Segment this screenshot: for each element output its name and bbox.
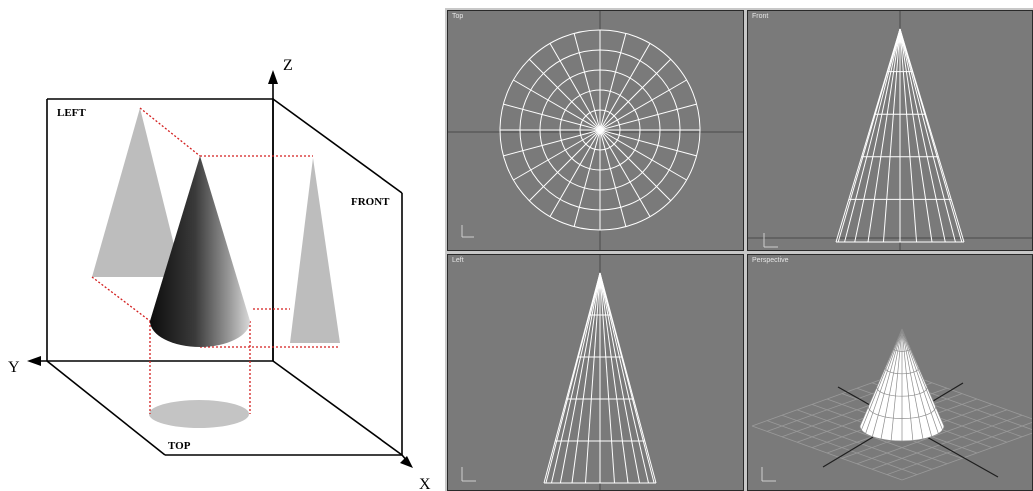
- top-plane-label: TOP: [168, 440, 191, 452]
- left-projection-triangle: [92, 108, 182, 277]
- viewport-panel: Top Front Left: [445, 8, 1033, 491]
- front-viewport-label: Front: [752, 13, 768, 20]
- wire-profile: [900, 29, 962, 242]
- wire-profile: [900, 29, 945, 242]
- axis-tripod-icon: [762, 467, 776, 481]
- wire-spoke: [600, 59, 671, 130]
- top-projection-ellipse: [149, 400, 249, 428]
- x-axis-arrowhead: [400, 456, 413, 468]
- cone-wireframe-top: [500, 30, 700, 230]
- top-viewport[interactable]: Top: [447, 10, 744, 251]
- left-viewport-label: Left: [452, 257, 464, 264]
- wire-spoke: [513, 130, 600, 180]
- wire-spoke: [600, 130, 650, 217]
- wire-profile: [838, 29, 900, 242]
- wire-spoke: [600, 130, 697, 156]
- wire-spoke: [513, 80, 600, 130]
- left-plane-label: LEFT: [57, 107, 86, 119]
- axis-z-label: Z: [283, 57, 293, 74]
- front-viewport-canvas: [748, 11, 1033, 251]
- axis-tripod-icon: [764, 233, 778, 247]
- top-viewport-label: Top: [452, 13, 463, 20]
- front-viewport[interactable]: Front: [747, 10, 1033, 251]
- wire-spoke: [600, 43, 650, 130]
- projection-diagram: Z Y X LEFT FRONT TOP: [0, 0, 440, 491]
- wire-spoke: [574, 33, 600, 130]
- axis-tripod-icon: [462, 467, 476, 481]
- wire-profile: [546, 273, 600, 483]
- left-viewport[interactable]: Left: [447, 254, 744, 491]
- top-viewport-canvas: [448, 11, 744, 251]
- wire-profile: [600, 273, 654, 483]
- wire-profile: [855, 29, 900, 242]
- y-axis-arrowhead: [27, 356, 41, 366]
- cone-apex-dot: [598, 128, 602, 132]
- wire-spoke: [550, 130, 600, 217]
- wire-spoke: [529, 59, 600, 130]
- axis-y-label: Y: [8, 359, 20, 376]
- perspective-viewport-label: Perspective: [752, 257, 789, 264]
- cone-wireframe-front: [836, 29, 964, 242]
- front-projection-triangle: [290, 158, 340, 343]
- perspective-viewport[interactable]: Perspective: [747, 254, 1033, 491]
- wire-spoke: [550, 43, 600, 130]
- perspective-viewport-canvas: [748, 255, 1033, 491]
- wire-spoke: [600, 130, 626, 227]
- floor-front-edge: [47, 361, 165, 455]
- wire-spoke: [503, 130, 600, 156]
- wire-spoke: [600, 33, 626, 130]
- wire-spoke: [600, 80, 687, 130]
- axis-x-line: [273, 361, 402, 455]
- front-plane-top-edge: [273, 99, 402, 193]
- wire-spoke: [600, 130, 687, 180]
- axis-tripod-icon: [462, 225, 474, 237]
- left-viewport-canvas: [448, 255, 744, 491]
- cone-wireframe-left: [544, 273, 656, 483]
- wire-spoke: [529, 130, 600, 201]
- axis-x-label: X: [419, 476, 431, 491]
- wire-spoke: [503, 104, 600, 130]
- z-axis-arrowhead: [268, 70, 278, 84]
- wire-spoke: [600, 104, 697, 130]
- wire-profile: [560, 273, 600, 483]
- wire-spoke: [574, 130, 600, 227]
- front-plane-label: FRONT: [351, 196, 390, 208]
- wire-profile: [600, 273, 640, 483]
- wire-spoke: [600, 130, 671, 201]
- projector-line: [92, 277, 150, 321]
